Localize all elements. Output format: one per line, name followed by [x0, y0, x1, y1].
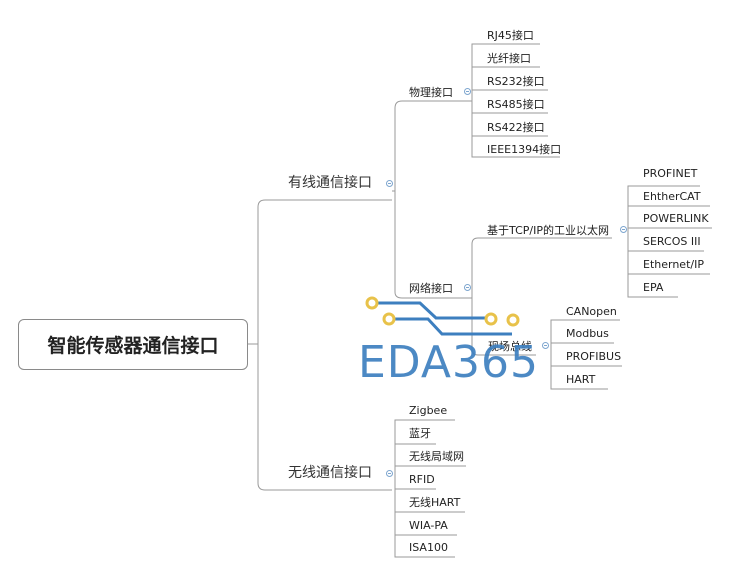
watermark-logo-text: EDA365 [358, 337, 539, 388]
leaf-node[interactable]: 蓝牙 [409, 427, 431, 440]
leaf-node[interactable]: RS232接口 [487, 75, 545, 88]
leaf-node[interactable]: IEEE1394接口 [487, 143, 562, 156]
collapse-toggle-icon[interactable] [386, 470, 393, 477]
leaf-node[interactable]: RJ45接口 [487, 29, 534, 42]
leaf-node[interactable]: EPA [643, 281, 664, 294]
leaf-node[interactable]: ISA100 [409, 541, 448, 554]
leaf-node[interactable]: Zigbee [409, 404, 448, 417]
leaf-node[interactable]: POWERLINK [643, 212, 709, 225]
collapse-toggle-icon[interactable] [386, 180, 393, 187]
leaf-node[interactable]: SERCOS III [643, 235, 701, 248]
leaf-node[interactable]: Ethernet/IP [643, 258, 704, 271]
root-node[interactable]: 智能传感器通信接口 [18, 319, 248, 370]
leaf-node[interactable]: EhtherCAT [643, 190, 701, 203]
wired-interface-node[interactable]: 有线通信接口 [288, 175, 372, 191]
leaf-node[interactable]: RS422接口 [487, 121, 545, 134]
leaf-node[interactable]: PROFIBUS [566, 350, 622, 363]
collapse-toggle-icon[interactable] [464, 284, 471, 291]
leaf-node[interactable]: 光纤接口 [487, 52, 531, 65]
fieldbus-node[interactable]: 现场总线 [488, 340, 532, 353]
leaf-node[interactable]: CANopen [566, 305, 617, 318]
leaf-node[interactable]: 无线HART [409, 496, 461, 509]
collapse-toggle-icon[interactable] [464, 88, 471, 95]
leaf-node[interactable]: RFID [409, 473, 435, 486]
leaf-node[interactable]: WIA-PA [409, 519, 448, 532]
leaf-node[interactable]: 无线局域网 [409, 450, 464, 463]
watermark-circuit-graphic [365, 296, 520, 336]
collapse-toggle-icon[interactable] [542, 342, 549, 349]
leaf-node[interactable]: RS485接口 [487, 98, 545, 111]
collapse-toggle-icon[interactable] [620, 226, 627, 233]
leaf-node[interactable]: Modbus [566, 327, 609, 340]
industrial-ethernet-node[interactable]: 基于TCP/IP的工业以太网 [487, 224, 609, 237]
network-interface-node[interactable]: 网络接口 [409, 282, 453, 295]
physical-interface-node[interactable]: 物理接口 [409, 86, 453, 99]
leaf-node[interactable]: HART [566, 373, 596, 386]
wireless-interface-node[interactable]: 无线通信接口 [288, 465, 372, 481]
leaf-node[interactable]: PROFINET [643, 167, 698, 180]
